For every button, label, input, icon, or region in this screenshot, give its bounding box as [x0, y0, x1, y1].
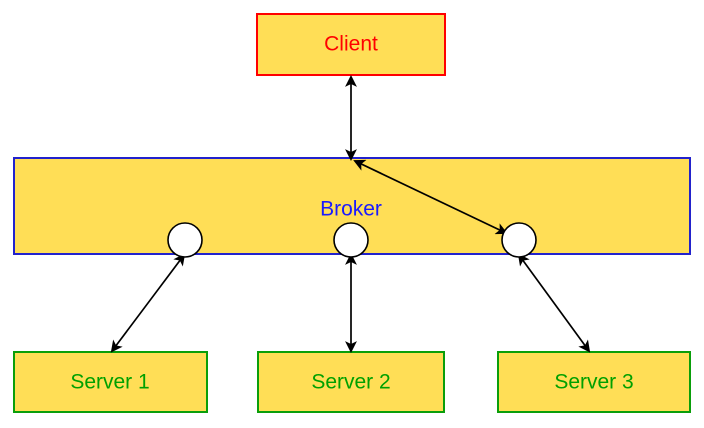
client-node[interactable]: Client — [256, 13, 446, 76]
port-server-1-icon[interactable] — [167, 222, 203, 258]
server-node-1[interactable]: Server 1 — [13, 351, 208, 413]
server-2-label: Server 2 — [311, 371, 390, 394]
server-2-box-shape — [257, 351, 445, 413]
port-server-2-icon[interactable] — [333, 222, 369, 258]
connector-port-server-1-to-server-1 — [110, 253, 186, 353]
server-3-label: Server 3 — [554, 371, 633, 394]
server-node-3[interactable]: Server 3 — [497, 351, 691, 413]
connector-broker-port-server-3 — [353, 159, 508, 235]
connector-port-server-3-to-server-3 — [517, 253, 591, 353]
port-server-3-icon[interactable] — [501, 222, 537, 258]
client-label: Client — [324, 33, 378, 56]
server-1-label: Server 1 — [70, 371, 149, 394]
server-3-box-shape — [497, 351, 691, 413]
server-1-box-shape — [13, 351, 208, 413]
broker-label: Broker — [320, 198, 382, 221]
server-node-2[interactable]: Server 2 — [257, 351, 445, 413]
client-box-shape — [256, 13, 446, 76]
